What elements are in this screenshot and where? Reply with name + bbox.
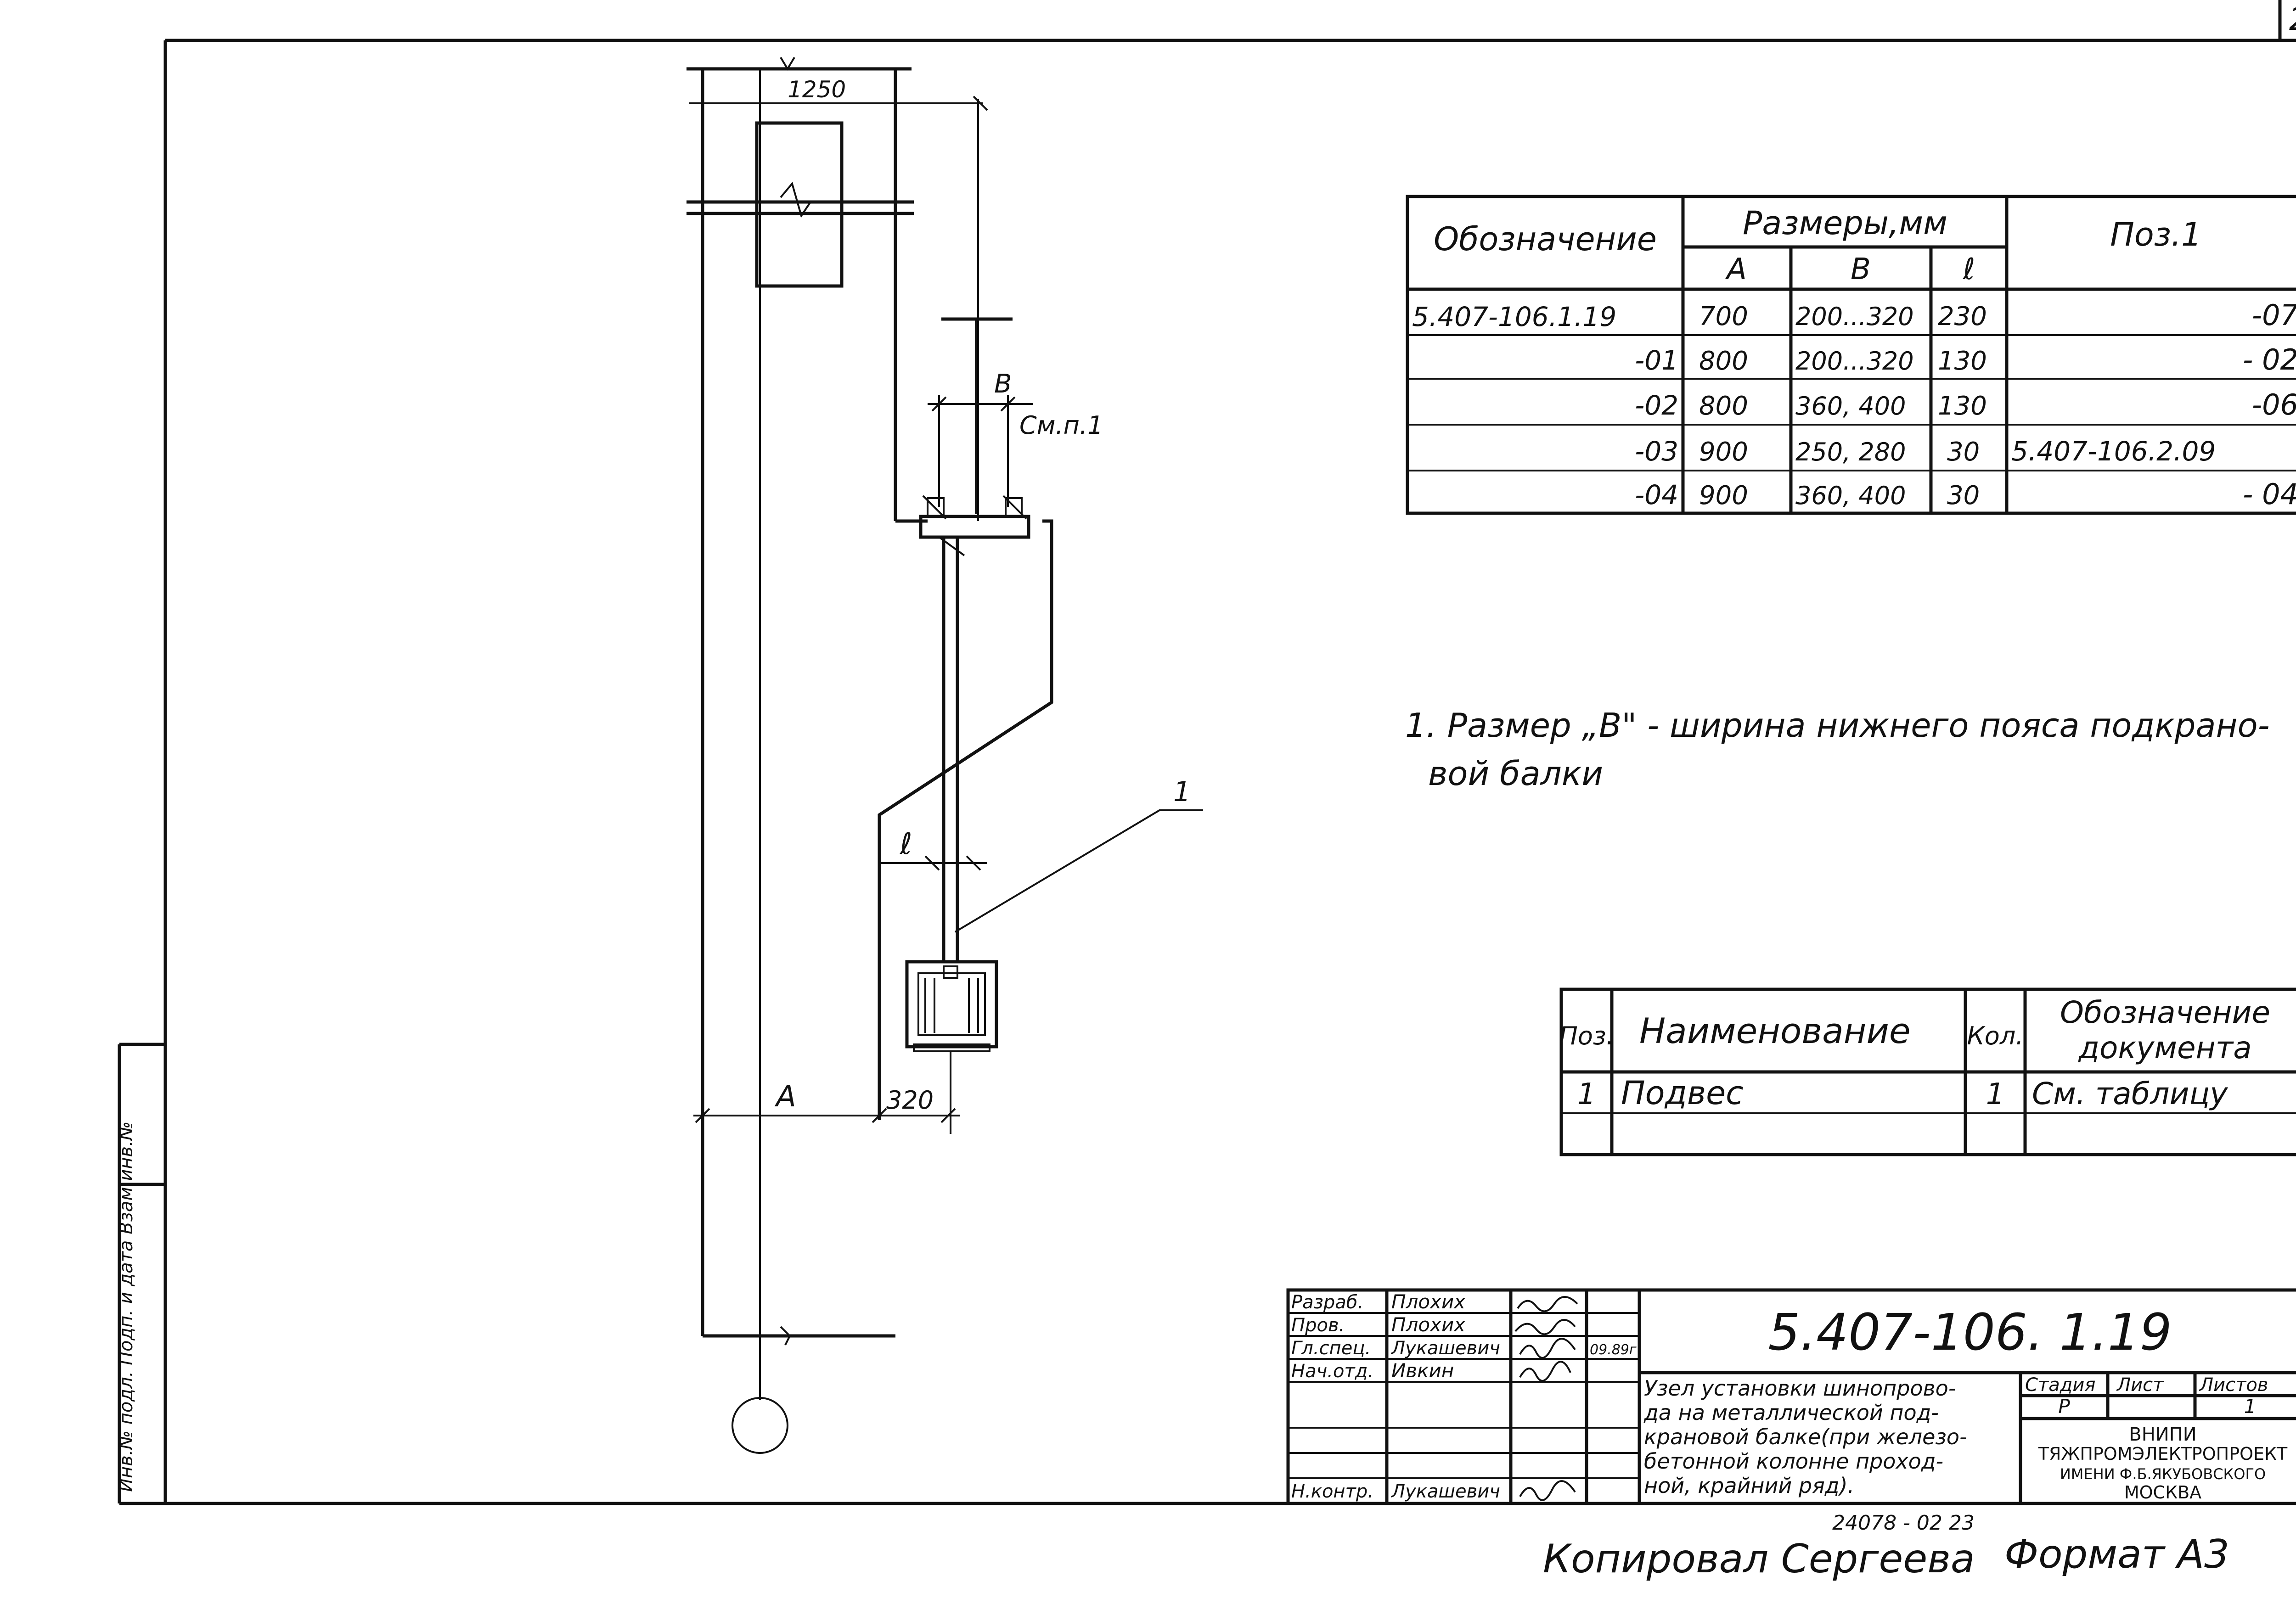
person-role: Гл.спец. [1291, 1338, 1371, 1359]
row-b: 250, 280 [1795, 437, 1906, 466]
size-table-row: -04 900 360, 400 30 - 04 [1635, 477, 2296, 511]
row-pos: 5.407-106.2.09 [2011, 436, 2216, 467]
stage-value: Р [2058, 1395, 2070, 1418]
row-designation: -01 [1635, 345, 1678, 376]
row-b: 360, 400 [1795, 392, 1906, 421]
side-strip [118, 1043, 165, 1503]
spec-row-doc: См. таблицу [2032, 1076, 2228, 1111]
row-a: 700 [1699, 302, 1748, 331]
spec-table-header-pos: Поз. [1559, 1021, 1614, 1050]
row-designation: 5.407-106.1.19 [1412, 301, 1616, 332]
size-table-sub-a: A [1725, 252, 1747, 286]
signature-marks [1514, 1296, 1578, 1501]
dim-320-label: 320 [886, 1086, 934, 1115]
row-designation: -02 [1635, 390, 1678, 421]
spec-table-header-doc-1: Обозначение [2060, 995, 2270, 1030]
size-table-sub-l: ℓ [1963, 252, 1975, 286]
person-role: Н.контр. [1291, 1481, 1373, 1502]
title-block-person: Разраб. Плохих [1291, 1290, 1466, 1313]
dim-b-label: B [994, 369, 1012, 399]
title-line: бетонной колонне проход- [1644, 1449, 1943, 1474]
row-l: 30 [1947, 481, 1980, 510]
order-number: 24078 - 02 23 [1832, 1511, 1975, 1535]
column-drawing [687, 56, 1203, 1454]
size-table-header-designation: Обозначение [1434, 220, 1657, 258]
person-name: Лукашевич [1390, 1481, 1500, 1502]
size-table-row: 5.407-106.1.19 700 200...320 230 -07 [1412, 298, 2296, 332]
person-role: Пров. [1291, 1315, 1345, 1336]
size-table [1406, 195, 2296, 515]
row-l: 30 [1947, 437, 1980, 467]
row-a: 800 [1699, 346, 1748, 376]
size-table-header-sizes: Размеры,мм [1743, 204, 1947, 242]
dim-1250-label: 1250 [788, 76, 846, 103]
spec-row-pos: 1 [1577, 1077, 1596, 1111]
sheets-label: Листов [2199, 1374, 2268, 1396]
row-pos: - 02 [2243, 343, 2296, 376]
approval-date: 09.89г [1590, 1342, 1637, 1358]
title-line: крановой балке(при железо- [1644, 1425, 1967, 1449]
title-line: ной, крайний ряд). [1644, 1473, 1854, 1498]
org-line: МОСКВА [2124, 1482, 2201, 1503]
dim-l-label: ℓ [900, 827, 912, 861]
row-pos: - 04 [2243, 477, 2296, 511]
person-name: Ивкин [1391, 1359, 1454, 1382]
person-role: Разраб. [1291, 1292, 1363, 1313]
sheet-label: Лист [2116, 1374, 2164, 1396]
row-designation: -04 [1635, 479, 1678, 510]
size-table-row: -02 800 360, 400 130 -06 [1635, 388, 2296, 421]
sheets-value: 1 [2244, 1395, 2257, 1418]
size-table-sub-b: B [1851, 252, 1871, 286]
spec-row-name: Подвес [1621, 1074, 1744, 1112]
row-a: 900 [1699, 481, 1748, 510]
stage-label: Стадия [2025, 1374, 2095, 1396]
note-line-2: вой балки [1428, 754, 1603, 793]
person-name: Плохих [1391, 1313, 1466, 1336]
row-designation: -03 [1635, 436, 1678, 467]
spec-row-qty: 1 [1986, 1077, 2005, 1111]
sheet-number: 22 [2289, 1, 2296, 38]
dim-a-label: A [774, 1080, 796, 1114]
size-table-header-pos: Поз.1 [2110, 216, 2201, 253]
sheet-format: Формат А3 [2004, 1531, 2229, 1577]
spec-table-row: 1 Подвес 1 См. таблицу [1577, 1074, 2228, 1112]
row-pos: -07 [2252, 298, 2296, 332]
row-l: 130 [1938, 346, 1987, 376]
title-line: да на металлической под- [1643, 1400, 1939, 1425]
spec-table-header-qty: Кол. [1967, 1021, 2023, 1050]
copied-by: Копировал Сергеева [1543, 1536, 1975, 1582]
size-table-row: -01 800 200...320 130 - 02 [1635, 343, 2296, 376]
row-b: 200...320 [1795, 347, 1914, 376]
note-line-1: 1. Размер „B" - ширина нижнего пояса под… [1405, 706, 2270, 745]
row-a: 900 [1699, 437, 1748, 467]
row-l: 230 [1938, 302, 1987, 331]
org-line: ИМЕНИ Ф.Б.ЯКУБОВСКОГО [2060, 1465, 2266, 1483]
callout-1-label: 1 [1173, 776, 1191, 808]
org-line: ВНИПИ [2129, 1424, 2196, 1445]
spec-table [1559, 987, 2296, 1156]
row-b: 360, 400 [1795, 481, 1906, 510]
title-block-person: Гл.спец. Лукашевич [1291, 1338, 1500, 1359]
title-block [1286, 1288, 2296, 1505]
document-code: 5.407-106. 1.19 [1768, 1303, 2172, 1362]
title-block-person: Пров. Плохих [1291, 1313, 1466, 1336]
title-line: Узел установки шинопрово- [1644, 1376, 1956, 1401]
row-pos: -06 [2252, 388, 2296, 421]
person-name: Плохих [1391, 1290, 1466, 1313]
title-block-person: Нач.отд. Ивкин [1291, 1359, 1454, 1382]
row-l: 130 [1938, 391, 1987, 421]
spec-table-header-doc-2: документа [2078, 1030, 2251, 1066]
spec-table-header-name: Наименование [1639, 1010, 1911, 1051]
person-role: Нач.отд. [1291, 1361, 1373, 1382]
org-line: ТЯЖПРОМЭЛЕКТРОПРОЕКТ [2038, 1444, 2288, 1464]
title-block-person: Н.контр. Лукашевич [1291, 1481, 1500, 1502]
size-table-row: -03 900 250, 280 30 5.407-106.2.09 [1635, 436, 2216, 467]
row-a: 800 [1699, 391, 1748, 421]
side-label: Инв.№ подл. Подп. и дата Взам.инв.№ [116, 1122, 137, 1492]
row-b: 200...320 [1795, 302, 1914, 331]
dim-note-label: См.п.1 [1019, 411, 1103, 440]
person-name: Лукашевич [1390, 1338, 1500, 1359]
